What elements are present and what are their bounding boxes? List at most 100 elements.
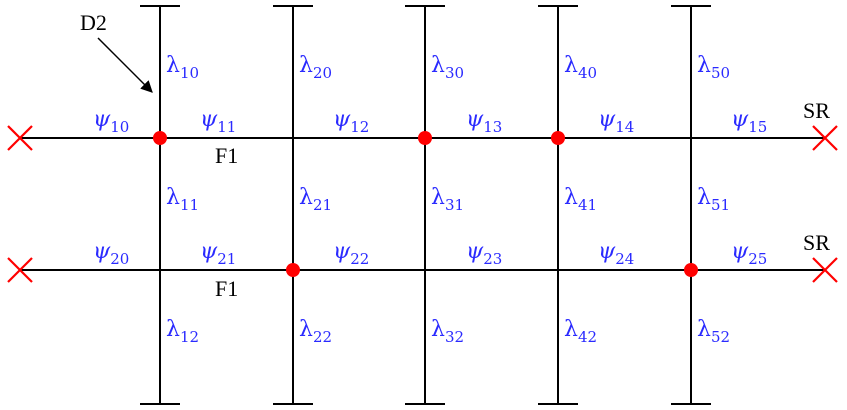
end-label-row-1: SR <box>803 98 830 123</box>
lambda-label-4-2: λ42 <box>564 317 597 346</box>
lambda-label-2-0-subscript: 20 <box>313 64 332 82</box>
lambda-label-3-0-subscript: 30 <box>445 64 464 82</box>
psi-label-1-2: ψ12 <box>333 107 369 136</box>
lambda-label-5-2-symbol: λ <box>697 317 711 342</box>
lambda-label-1-1: λ11 <box>166 185 199 214</box>
termination-right-row-2-b <box>812 257 838 283</box>
lambda-label-2-2: λ22 <box>299 317 332 346</box>
psi-label-1-3-subscript: 13 <box>483 118 502 136</box>
psi-label-1-4-subscript: 14 <box>615 118 634 136</box>
lambda-label-1-1-symbol: λ <box>166 185 180 210</box>
defect-arrow <box>97 37 153 93</box>
lambda-label-4-2-subscript: 42 <box>578 328 597 346</box>
psi-label-1-3: ψ13 <box>466 107 502 136</box>
lambda-label-1-2-subscript: 12 <box>180 328 199 346</box>
psi-label-2-0-symbol: ψ <box>93 239 111 264</box>
lambda-label-4-0: λ40 <box>564 53 597 82</box>
psi-label-2-0: ψ20 <box>93 239 129 268</box>
defect-label: D2 <box>80 10 107 35</box>
lambda-label-3-2: λ32 <box>431 317 464 346</box>
psi-label-2-1-subscript: 21 <box>217 250 236 268</box>
junction-dot-4 <box>286 263 300 277</box>
lambda-label-1-1-subscript: 11 <box>180 196 199 214</box>
psi-label-2-2: ψ22 <box>333 239 369 268</box>
junction-dot-3 <box>551 131 565 145</box>
lambda-label-4-0-symbol: λ <box>564 53 578 78</box>
psi-label-2-1: ψ21 <box>200 239 236 268</box>
lambda-label-3-0: λ30 <box>431 53 464 82</box>
junction-dot-2 <box>418 131 432 145</box>
psi-label-1-3-symbol: ψ <box>466 107 484 132</box>
lambda-label-1-2-symbol: λ <box>166 317 180 342</box>
psi-label-1-5-symbol: ψ <box>731 107 749 132</box>
psi-label-1-1: ψ11 <box>200 107 236 136</box>
lambda-label-5-1-subscript: 51 <box>711 196 730 214</box>
lambda-label-3-1: λ31 <box>431 185 464 214</box>
lambda-label-5-2-subscript: 52 <box>711 328 730 346</box>
psi-label-2-4-symbol: ψ <box>598 239 616 264</box>
lambda-label-5-2: λ52 <box>697 317 730 346</box>
end-label-row-2: SR <box>803 230 830 255</box>
psi-label-2-5-symbol: ψ <box>731 239 749 264</box>
fault-label-row-1: F1 <box>215 143 238 168</box>
psi-label-1-1-symbol: ψ <box>200 107 218 132</box>
psi-label-2-5: ψ25 <box>731 239 767 268</box>
lambda-label-1-0: λ10 <box>166 53 199 82</box>
psi-label-2-2-subscript: 22 <box>350 250 369 268</box>
lambda-label-5-0: λ50 <box>697 53 730 82</box>
lambda-label-3-1-symbol: λ <box>431 185 445 210</box>
lambda-label-2-0: λ20 <box>299 53 332 82</box>
lambda-label-5-0-symbol: λ <box>697 53 711 78</box>
wires-layer <box>20 5 825 405</box>
marks-layer <box>7 125 838 283</box>
psi-label-2-4: ψ24 <box>598 239 634 268</box>
psi-label-1-2-subscript: 12 <box>350 118 369 136</box>
lambda-label-2-0-symbol: λ <box>299 53 313 78</box>
fault-label-row-2: F1 <box>215 276 238 301</box>
lambda-label-1-2: λ12 <box>166 317 199 346</box>
lambda-label-4-1-symbol: λ <box>564 185 578 210</box>
psi-label-1-5: ψ15 <box>731 107 767 136</box>
psi-label-1-0: ψ10 <box>93 107 129 136</box>
lambda-label-5-0-subscript: 50 <box>711 64 730 82</box>
psi-label-2-0-subscript: 20 <box>110 250 129 268</box>
lambda-label-3-2-subscript: 32 <box>445 328 464 346</box>
lambda-label-3-2-symbol: λ <box>431 317 445 342</box>
psi-label-1-2-symbol: ψ <box>333 107 351 132</box>
psi-label-2-3-symbol: ψ <box>466 239 484 264</box>
lambda-label-2-1-symbol: λ <box>299 185 313 210</box>
lambda-label-4-0-subscript: 40 <box>578 64 597 82</box>
psi-label-1-4-symbol: ψ <box>598 107 616 132</box>
lambda-label-4-1: λ41 <box>564 185 597 214</box>
psi-label-1-0-subscript: 10 <box>110 118 129 136</box>
psi-label-1-1-subscript: 11 <box>217 118 236 136</box>
lambda-label-2-1: λ21 <box>299 185 332 214</box>
psi-label-1-0-symbol: ψ <box>93 107 111 132</box>
lambda-label-4-2-symbol: λ <box>564 317 578 342</box>
lambda-label-3-1-subscript: 31 <box>445 196 464 214</box>
psi-label-2-1-symbol: ψ <box>200 239 218 264</box>
lambda-label-1-0-subscript: 10 <box>180 64 199 82</box>
lambda-label-4-1-subscript: 41 <box>578 196 597 214</box>
psi-label-2-5-subscript: 25 <box>748 250 767 268</box>
lambda-label-5-1-symbol: λ <box>697 185 711 210</box>
lambda-label-5-1: λ51 <box>697 185 730 214</box>
termination-left-row-2-b <box>7 257 33 283</box>
psi-label-2-3: ψ23 <box>466 239 502 268</box>
junction-dot-5 <box>684 263 698 277</box>
psi-label-1-5-subscript: 15 <box>748 118 767 136</box>
psi-label-2-4-subscript: 24 <box>615 250 634 268</box>
lambda-label-2-1-subscript: 21 <box>313 196 332 214</box>
junction-dot-1 <box>153 131 167 145</box>
lambda-label-2-2-symbol: λ <box>299 317 313 342</box>
psi-label-1-4: ψ14 <box>598 107 634 136</box>
termination-right-row-1-b <box>812 125 838 151</box>
lambda-label-3-0-symbol: λ <box>431 53 445 78</box>
lambda-label-2-2-subscript: 22 <box>313 328 332 346</box>
lambda-label-1-0-symbol: λ <box>166 53 180 78</box>
psi-label-2-2-symbol: ψ <box>333 239 351 264</box>
termination-left-row-1-b <box>7 125 33 151</box>
psi-label-2-3-subscript: 23 <box>483 250 502 268</box>
